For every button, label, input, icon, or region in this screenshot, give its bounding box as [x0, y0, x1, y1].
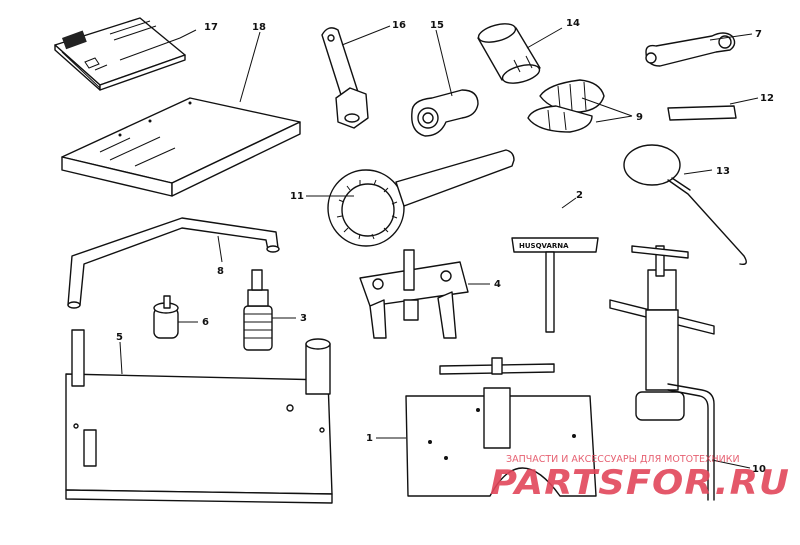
part-3-threaded-puller [243, 269, 273, 351]
callout-labels: 17 18 16 15 14 7 9 12 13 11 2 8 4 6 3 5 … [116, 18, 774, 475]
callout-15: 15 [430, 20, 444, 31]
callout-4: 4 [494, 279, 501, 290]
part-17-manual-booklet [54, 17, 186, 91]
part-7-ring-spanner [645, 32, 736, 67]
callout-leaders [119, 25, 759, 469]
callout-17: 17 [204, 22, 218, 33]
watermark-logo: PARTSFOR.RU [490, 463, 790, 503]
tool-stamp-text: HUSQVARNA [519, 242, 569, 250]
callout-5: 5 [116, 332, 123, 343]
callout-12: 12 [760, 93, 774, 104]
watermark: ЗАПЧАСТИ И АКСЕССУАРЫ ДЛЯ МОТОТЕХНИКИ PA… [490, 454, 790, 503]
part-14-cylinder-tool [477, 23, 541, 84]
callout-13: 13 [716, 166, 730, 177]
callout-6: 6 [202, 317, 209, 328]
callout-10: 10 [752, 464, 766, 475]
callout-7: 7 [755, 29, 762, 40]
callout-11: 11 [290, 191, 304, 202]
part-1-press-base [405, 357, 597, 497]
callout-9: 9 [636, 112, 643, 123]
part-16-socket-wrench [321, 27, 369, 129]
part-13-wire-hook [623, 144, 747, 266]
watermark-tagline: ЗАПЧАСТИ И АКСЕССУАРЫ ДЛЯ МОТОТЕХНИКИ [506, 454, 740, 465]
part-5-base-plate [65, 329, 333, 504]
callout-2: 2 [576, 190, 583, 201]
part-11-large-ring-spanner [327, 149, 515, 247]
part-4-bearing-puller [359, 249, 469, 339]
part-12-flat-bar [667, 105, 737, 121]
part-18-workshop-binder [61, 97, 301, 197]
callout-16: 16 [392, 20, 406, 31]
part-2-t-handle-key: HUSQVARNA [511, 237, 599, 333]
part-15-flat-ring-spanner [411, 89, 479, 137]
part-6-small-plug [153, 295, 179, 339]
part-10-l-rod [667, 383, 715, 501]
callout-1: 1 [366, 433, 373, 444]
callout-14: 14 [566, 18, 580, 29]
part-8-bent-rod [67, 217, 280, 309]
callout-18: 18 [252, 22, 266, 33]
part-9-split-bushings [527, 79, 605, 133]
callout-3: 3 [300, 313, 307, 324]
callout-8: 8 [217, 266, 224, 277]
part-press-tool [609, 245, 715, 421]
